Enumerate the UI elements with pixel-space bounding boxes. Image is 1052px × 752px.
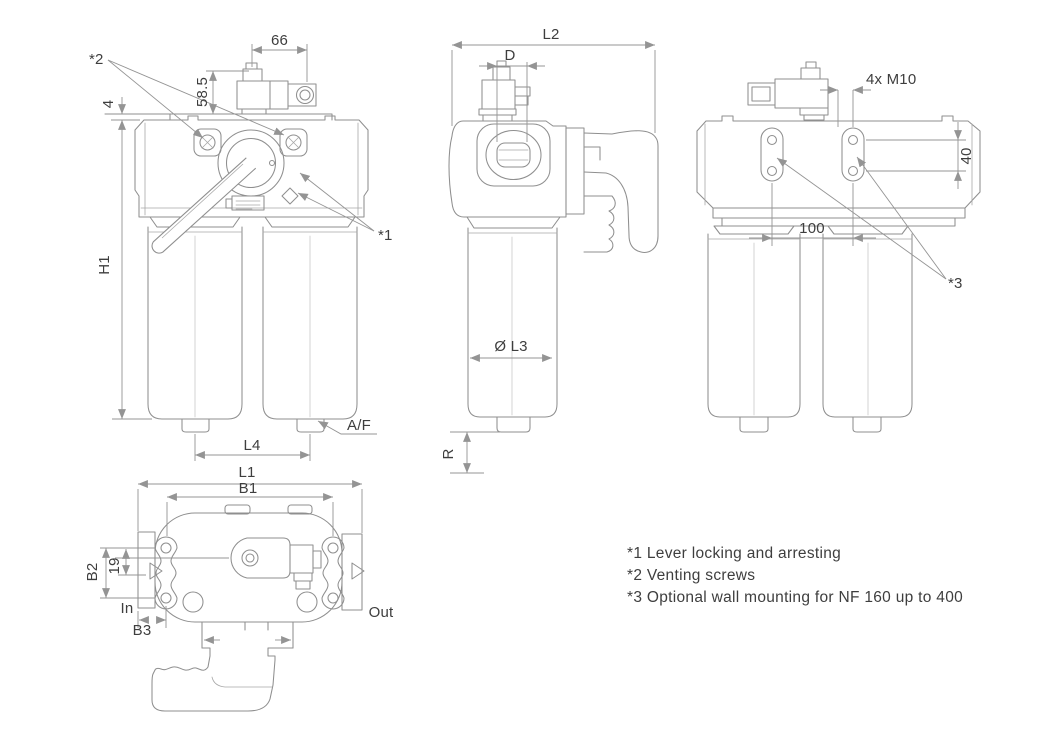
dim-label-4: 4 — [100, 100, 117, 109]
front-view-dimensions — [107, 44, 377, 461]
dim-label-l3: Ø L3 — [494, 338, 527, 355]
dim-label-l4: L4 — [243, 437, 260, 454]
dim-label-d: D — [504, 47, 515, 64]
top-view: L1 B1 B2 19 In Out B3 — [84, 464, 394, 712]
change-over-lever — [151, 157, 257, 254]
rear-view-outline — [696, 61, 981, 433]
dim-label-19: 19 — [106, 557, 123, 574]
dim-label-l2: L2 — [542, 26, 559, 43]
legend-item-1: *1 Lever locking and arresting — [627, 545, 841, 562]
front-view: *2 66 58.5 4 H1 L4 A/F *1 — [89, 32, 393, 461]
port-label-in: In — [121, 600, 134, 617]
lever-inner-line — [161, 163, 244, 239]
dim-label-100: 100 — [799, 220, 825, 237]
port-label-out: Out — [369, 604, 394, 621]
legend-item-2: *2 Venting screws — [627, 567, 755, 584]
dim-label-h1: H1 — [96, 255, 113, 275]
dim-label-l1: L1 — [238, 464, 255, 481]
side-view-dimensions — [450, 41, 656, 474]
dim-label-40: 40 — [958, 147, 975, 164]
top-view-outline — [137, 504, 365, 712]
dim-label-66: 66 — [271, 32, 288, 49]
dim-label-b2: B2 — [84, 563, 101, 582]
top-view-dimensions — [100, 480, 363, 644]
dim-label-4xm10: 4x M10 — [866, 71, 916, 88]
legend: *1 Lever locking and arresting *2 Ventin… — [627, 545, 963, 606]
dim-label-ref1: *1 — [378, 227, 393, 244]
dim-label-58-5: 58.5 — [194, 77, 211, 107]
front-view-outline — [104, 62, 369, 433]
side-view-outline — [448, 60, 659, 433]
dim-label-r: R — [440, 448, 457, 459]
rear-view: 4x M10 40 100 *3 — [696, 61, 981, 433]
dim-label-b3: B3 — [133, 622, 152, 639]
side-view: L2 D Ø L3 R — [440, 26, 659, 474]
rear-view-dimensions — [749, 86, 966, 280]
dim-label-b1: B1 — [239, 480, 258, 497]
legend-item-3: *3 Optional wall mounting for NF 160 up … — [627, 589, 963, 606]
dim-label-ref3: *3 — [948, 275, 963, 292]
dim-label-af: A/F — [347, 417, 371, 434]
dim-label-ref2: *2 — [89, 51, 104, 68]
